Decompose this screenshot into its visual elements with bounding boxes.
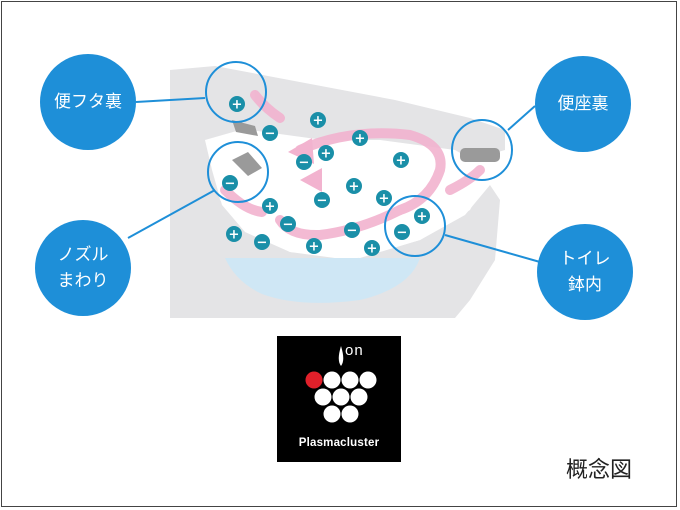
lid-hinge-part — [232, 120, 258, 136]
positive-ion: + — [318, 145, 334, 162]
positive-ion-symbol: + — [396, 154, 407, 169]
positive-ion-symbol: + — [321, 147, 332, 162]
ion-circle — [344, 222, 360, 238]
plasmacluster-grape-icon — [305, 346, 377, 423]
toilet-bowl-interior — [205, 130, 490, 258]
ion-circle — [306, 238, 322, 254]
ion-circle — [310, 112, 326, 128]
ion-circle — [222, 175, 238, 191]
positive-ion-symbol: + — [232, 98, 243, 113]
negative-ion-symbol: − — [397, 226, 408, 241]
positive-ion: + — [226, 226, 242, 243]
negative-ion-symbol: − — [257, 236, 268, 251]
nozzle-part — [232, 152, 262, 176]
positive-ion-symbol: + — [417, 210, 428, 225]
callout-seat-back: 便座裏 — [535, 56, 631, 152]
negative-ion: − — [296, 154, 312, 171]
ion-circle — [364, 240, 380, 256]
negative-ion-symbol: − — [347, 224, 358, 239]
ion-label: on — [345, 342, 364, 359]
positive-ion-symbol: + — [229, 228, 240, 243]
positive-ion: + — [414, 208, 430, 225]
callout-toilet-bowl: トイレ 鉢内 — [537, 224, 633, 320]
positive-ion-symbol: + — [349, 180, 360, 195]
diagram-caption: 概念図 — [566, 458, 633, 483]
ion-circle — [376, 190, 392, 206]
ion-circle — [352, 130, 368, 146]
negative-ion: − — [262, 125, 278, 142]
toilet-water — [225, 258, 420, 303]
ion-layer: ++−++−+−+−++−+−+−++− — [222, 96, 430, 257]
positive-ion-symbol: + — [367, 242, 378, 257]
positive-ion: + — [376, 190, 392, 207]
ion-circle — [254, 234, 270, 250]
seat-back-part — [460, 148, 500, 162]
positive-ion-symbol: + — [355, 132, 366, 147]
ion-circle — [296, 154, 312, 170]
positive-ion: + — [352, 130, 368, 147]
positive-ion: + — [346, 178, 362, 195]
negative-ion-symbol: − — [265, 127, 276, 142]
ion-circle — [229, 96, 245, 112]
negative-ion-symbol: − — [283, 218, 294, 233]
ion-circle — [394, 224, 410, 240]
ion-circle — [346, 178, 362, 194]
ion-circle — [314, 192, 330, 208]
ion-circle — [226, 226, 242, 242]
callout-lid-back: 便フタ裏 — [40, 54, 136, 150]
positive-ion: + — [262, 198, 278, 215]
positive-ion-symbol: + — [379, 192, 390, 207]
negative-ion-symbol: − — [225, 177, 236, 192]
ion-circle — [262, 125, 278, 141]
negative-ion: − — [394, 224, 410, 241]
positive-ion: + — [364, 240, 380, 257]
highlight-rings — [205, 61, 513, 257]
positive-ion-symbol: + — [313, 114, 324, 129]
plasmacluster-logo: Plasmacluster — [277, 336, 401, 462]
ion-circle — [262, 198, 278, 214]
brand-label: Plasmacluster — [298, 437, 380, 449]
negative-ion: − — [222, 175, 238, 192]
negative-ion: − — [344, 222, 360, 239]
positive-ion: + — [310, 112, 326, 129]
positive-ion-symbol: + — [309, 240, 320, 255]
negative-ion: − — [280, 216, 296, 233]
ion-circle — [414, 208, 430, 224]
negative-ion: − — [314, 192, 330, 209]
ion-circle — [318, 145, 334, 161]
positive-ion-symbol: + — [265, 200, 276, 215]
positive-ion: + — [306, 238, 322, 255]
positive-ion: + — [229, 96, 245, 113]
positive-ion: + — [393, 152, 409, 169]
ion-circle — [393, 152, 409, 168]
negative-ion-symbol: − — [317, 194, 328, 209]
ion-circle — [280, 216, 296, 232]
callout-nozzle-area: ノズル まわり — [35, 220, 131, 316]
negative-ion-symbol: − — [299, 156, 310, 171]
negative-ion: − — [254, 234, 270, 251]
airflow-arrow-head-2 — [300, 168, 322, 192]
callout-leaders — [127, 97, 541, 263]
